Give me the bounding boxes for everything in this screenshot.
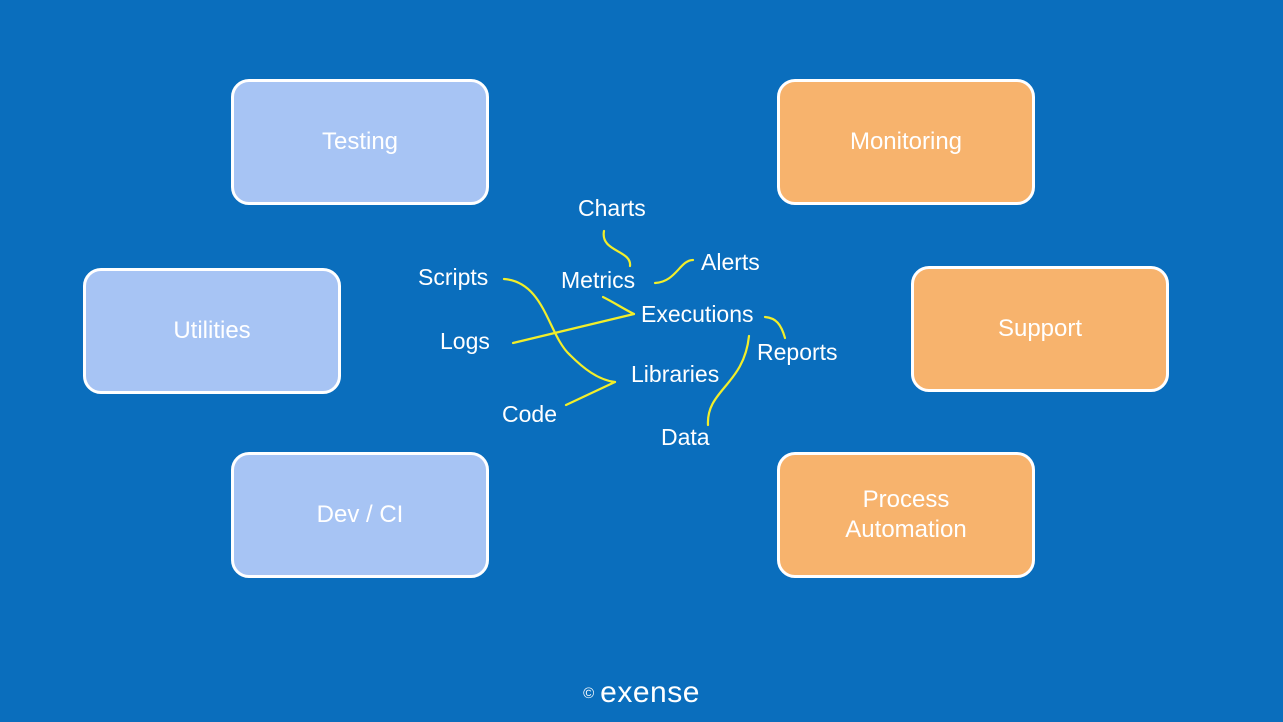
box-dev-ci-label: Dev / CI (316, 501, 404, 528)
term-libraries: Libraries (631, 361, 720, 387)
connector-scripts-libraries (502, 277, 617, 384)
term-scripts: Scripts (418, 264, 489, 290)
term-data: Data (661, 424, 710, 450)
term-metrics: Metrics (561, 267, 636, 293)
term-charts: Charts (578, 195, 646, 221)
box-support: Support (911, 266, 1169, 392)
term-reports: Reports (757, 339, 838, 365)
term-code: Code (502, 401, 557, 427)
box-monitoring-label: Monitoring (849, 128, 963, 155)
term-executions: Executions (641, 301, 754, 327)
connector-metrics-executions (601, 295, 636, 316)
box-process-automation: Process Automation (777, 452, 1035, 578)
box-dev-ci: Dev / CI (231, 452, 489, 578)
term-logs: Logs (440, 328, 490, 354)
box-testing: Testing (231, 79, 489, 205)
copyright-symbol: © (583, 684, 595, 702)
connector-logs-executions (511, 312, 636, 345)
brand-logo-text: exense (600, 676, 700, 709)
box-utilities-label: Utilities (173, 317, 251, 344)
box-utilities: Utilities (83, 268, 341, 394)
connector-executions-data (706, 334, 751, 427)
box-monitoring: Monitoring (777, 79, 1035, 205)
connector-code-libraries (564, 380, 617, 407)
box-testing-label: Testing (321, 128, 399, 155)
box-support-label: Support (997, 315, 1083, 342)
term-alerts: Alerts (701, 249, 760, 275)
connector-charts-metrics (602, 229, 632, 268)
connector-metrics-alerts (653, 258, 695, 285)
box-process-automation-label: Process Automation (845, 486, 967, 543)
connector-executions-reports (763, 315, 787, 340)
footer: © exense (0, 676, 1283, 710)
